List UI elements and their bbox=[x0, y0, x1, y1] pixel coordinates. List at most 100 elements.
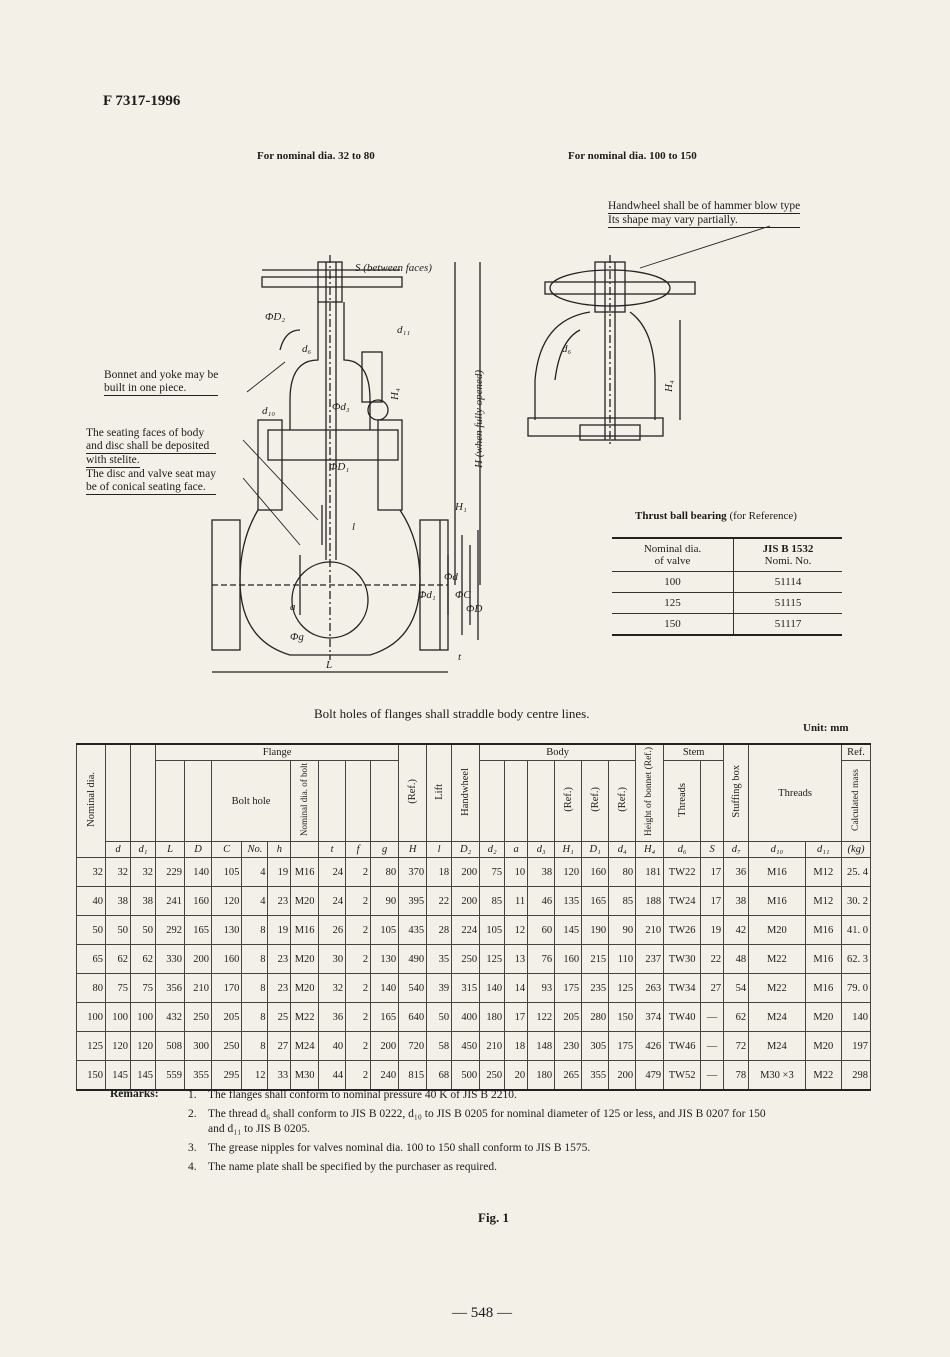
symbol-cell: d₁₁ bbox=[804, 841, 843, 859]
table-cell: 145 bbox=[130, 1060, 156, 1091]
symbol-cell: D₁ bbox=[581, 841, 610, 859]
table-cell: 240 bbox=[370, 1060, 400, 1091]
table-cell: 145 bbox=[554, 915, 583, 946]
table-cell: 30 bbox=[318, 944, 347, 975]
table-cell: M16 bbox=[290, 915, 320, 946]
symbol-cell: d₂ bbox=[479, 841, 506, 859]
header-ref-d1: (Ref.) bbox=[581, 760, 610, 843]
label-d6: d₆ bbox=[302, 343, 312, 355]
header-ref-col: Ref. bbox=[841, 743, 871, 762]
header-flange: Flange bbox=[154, 743, 400, 762]
table-cell: 130 bbox=[210, 915, 243, 946]
table-cell: 12 bbox=[241, 1060, 269, 1091]
thrust-col2-line2: Nomi. No. bbox=[764, 555, 812, 567]
symbol-cell: H₁ bbox=[554, 841, 583, 859]
symbol-cell: d₃ bbox=[527, 841, 556, 859]
table-cell: 35 bbox=[426, 944, 453, 975]
table-cell: 224 bbox=[451, 915, 481, 946]
label-l: L bbox=[325, 659, 332, 671]
table-cell: 160 bbox=[184, 886, 212, 917]
table-cell: 160 bbox=[210, 944, 243, 975]
table-cell: M24 bbox=[748, 1031, 806, 1062]
table-cell: 23 bbox=[267, 886, 292, 917]
table-cell: 200 bbox=[608, 1060, 637, 1091]
table-cell: M20 bbox=[290, 886, 320, 917]
unit-label: Unit: mm bbox=[803, 722, 849, 734]
table-cell: M24 bbox=[748, 1002, 806, 1033]
table-cell: 50 bbox=[130, 915, 156, 946]
table-cell: 508 bbox=[155, 1031, 185, 1062]
header-nominal-dia: Nominal dia. bbox=[76, 743, 106, 859]
table-cell: 2 bbox=[345, 944, 372, 975]
symbol-cell: f bbox=[345, 841, 372, 859]
table-cell: 432 bbox=[155, 1002, 185, 1033]
table-cell: TW26 bbox=[663, 915, 702, 946]
note-bonnet: Bonnet and yoke may be built in one piec… bbox=[104, 369, 219, 396]
header-stuffing-box: Stuffing box bbox=[723, 743, 750, 843]
figure-caption-left: For nominal dia. 32 to 80 bbox=[257, 150, 375, 162]
table-cell: 62 bbox=[105, 944, 131, 975]
table-cell: 292 bbox=[155, 915, 185, 946]
table-cell: 395 bbox=[398, 886, 428, 917]
table-cell: M20 bbox=[804, 1002, 843, 1033]
table-cell: 374 bbox=[635, 1002, 665, 1033]
table-cell: 20 bbox=[504, 1060, 529, 1091]
table-cell: 76 bbox=[527, 944, 556, 975]
table-cell: 25. 4 bbox=[841, 857, 871, 888]
table-cell: 78 bbox=[723, 1060, 750, 1091]
label-d3: Φd₃ bbox=[332, 401, 350, 413]
table-cell: TW22 bbox=[663, 857, 702, 888]
table-cell: 30. 2 bbox=[841, 886, 871, 917]
table-cell: 540 bbox=[398, 973, 428, 1004]
symbol-cell: d₆ bbox=[663, 841, 702, 859]
label-d10: d₁₀ bbox=[262, 405, 275, 417]
table-cell: 60 bbox=[527, 915, 556, 946]
header-stem-threads: Threads bbox=[663, 760, 702, 843]
table-cell: 79. 0 bbox=[841, 973, 871, 1004]
remark-text: The name plate shall be specified by the… bbox=[208, 1161, 497, 1173]
table-cell: 8 bbox=[241, 915, 269, 946]
table-cell: 125 bbox=[479, 944, 506, 975]
table-cell: 250 bbox=[479, 1060, 506, 1091]
table-cell: M20 bbox=[748, 915, 806, 946]
right-handwheel bbox=[544, 281, 696, 295]
remark-item: 3.The grease nipples for valves nominal … bbox=[188, 1141, 768, 1156]
table-cell: 140 bbox=[370, 973, 400, 1004]
symbol-cell: H bbox=[398, 841, 428, 859]
remark-text: The grease nipples for valves nominal di… bbox=[208, 1142, 591, 1154]
table-cell: M12 bbox=[804, 886, 843, 917]
table-cell: 235 bbox=[581, 973, 610, 1004]
table-cell: M20 bbox=[804, 1031, 843, 1062]
table-cell: 72 bbox=[723, 1031, 750, 1062]
header-blank-a bbox=[504, 760, 529, 843]
note-bonnet-line1: Bonnet and yoke may be bbox=[104, 369, 219, 381]
table-cell: 298 bbox=[841, 1060, 871, 1091]
table-cell: M22 bbox=[804, 1060, 843, 1091]
table-cell: 36 bbox=[723, 857, 750, 888]
header-threads: Threads bbox=[748, 743, 842, 843]
note-handwheel-line1: Handwheel shall be of hammer blow type bbox=[608, 200, 801, 214]
note-seating-line5: be of conical seating face. bbox=[86, 481, 216, 495]
table-cell: 180 bbox=[527, 1060, 556, 1091]
header-blank-s bbox=[700, 760, 725, 843]
table-cell: 150 bbox=[608, 1002, 637, 1033]
table-cell: 85 bbox=[608, 886, 637, 917]
symbol-cell: No. bbox=[241, 841, 269, 859]
table-cell: 263 bbox=[635, 973, 665, 1004]
table-cell: 2 bbox=[345, 1060, 372, 1091]
table-cell: 54 bbox=[723, 973, 750, 1004]
note-handwheel-line2: Its shape may vary partially. bbox=[608, 214, 801, 228]
left-handwheel bbox=[261, 276, 403, 288]
table-cell: 44 bbox=[318, 1060, 347, 1091]
table-cell: 479 bbox=[635, 1060, 665, 1091]
table-cell: 75 bbox=[130, 973, 156, 1004]
table-cell: 12 bbox=[504, 915, 529, 946]
thrust-col-nominal: Nominal dia. of valve bbox=[612, 537, 735, 572]
remark-item: 1.The flanges shall conform to nominal p… bbox=[188, 1088, 768, 1103]
table-cell: 68 bbox=[426, 1060, 453, 1091]
table-cell: 42 bbox=[723, 915, 750, 946]
